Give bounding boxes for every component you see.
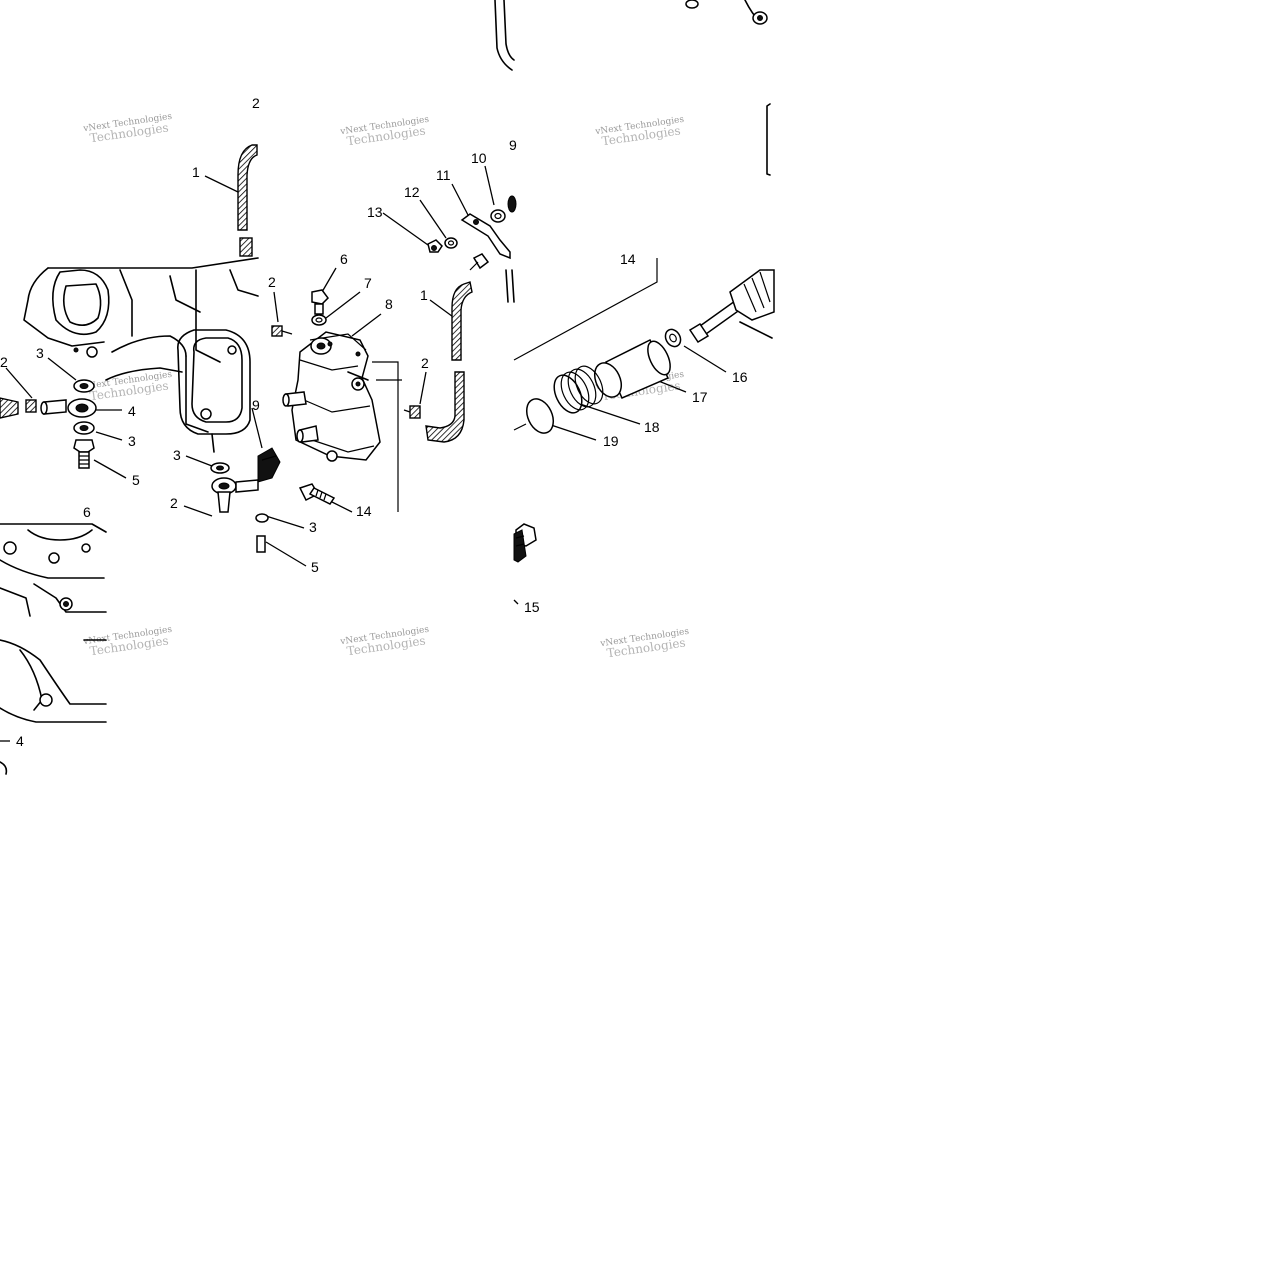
engine-block-lower [0, 523, 107, 723]
callout-1: 1 [192, 164, 200, 180]
callout-2: 2 [268, 274, 276, 290]
engine-block [23, 257, 259, 453]
callout-14: 14 [620, 251, 636, 267]
callout-3: 3 [128, 433, 136, 449]
tile-upper-left: 2 1 [192, 95, 260, 257]
banjo-bolt [256, 535, 266, 553]
callout-19: 19 [603, 433, 619, 449]
callout-12: 12 [404, 184, 420, 200]
bleed-screw [311, 289, 329, 315]
callout-16: 16 [732, 369, 748, 385]
oil-hose [237, 144, 258, 231]
tile-upper-middle: 13 12 11 10 9 [268, 137, 517, 512]
watermark: vNext Technologies Technologies [594, 115, 685, 149]
callout-7: 7 [364, 275, 372, 291]
lever-collar [507, 195, 517, 213]
callout-10: 10 [471, 150, 487, 166]
watermark: vNext Technologies Technologies [339, 625, 430, 659]
watermark: vNext Technologies Technologies [82, 625, 173, 659]
watermark: vNext Technologies Technologies [599, 627, 690, 661]
callout-17: 17 [692, 389, 708, 405]
sealing-washer [210, 462, 230, 474]
assembly-bracket-line [372, 361, 402, 512]
callout-11: 11 [436, 167, 451, 183]
oil-hose [425, 281, 473, 443]
spring [553, 365, 604, 414]
callout-4: 4 [128, 403, 136, 419]
callout-14: 14 [356, 503, 372, 519]
callout-8: 8 [385, 296, 393, 312]
callout-2: 2 [421, 355, 429, 371]
callout-6: 6 [340, 251, 348, 267]
callout-1: 1 [420, 287, 428, 303]
top-hose-fragment [494, 0, 515, 71]
banjo-fitting [40, 398, 97, 418]
watermark: vNext Technologies Technologies [82, 370, 173, 404]
bushing [593, 338, 671, 399]
drive-gear-lower [513, 523, 537, 563]
callout-5: 5 [311, 559, 319, 575]
pump-mounting-bolt [298, 483, 336, 505]
callout-2: 2 [0, 354, 8, 370]
callout-9: 9 [252, 397, 260, 413]
o-ring [525, 398, 555, 434]
sealing-washer [255, 513, 269, 523]
hose-clamp [403, 405, 421, 419]
drive-gear [257, 447, 281, 483]
callout-3: 3 [309, 519, 317, 535]
right-bracket-fragment [766, 103, 771, 176]
hose-clamp [0, 397, 37, 419]
watermark: vNext Technologies Technologies [82, 112, 173, 146]
lever-screw [469, 253, 490, 271]
callout-13: 13 [367, 204, 383, 220]
callout-6: 6 [83, 504, 91, 520]
sealing-washer [73, 379, 95, 393]
callout-2: 2 [170, 495, 178, 511]
callout-3: 3 [36, 345, 44, 361]
lever-washer [490, 209, 506, 223]
lever-nut [427, 239, 443, 253]
callout-2: 2 [252, 95, 260, 111]
tile-lower-left: 2 3 4 3 5 9 [0, 257, 372, 519]
lever-rod-fragment [505, 269, 515, 303]
hose-clamp [271, 325, 293, 337]
banjo-bolt [73, 439, 95, 469]
hose-stub [239, 237, 253, 257]
assembly-bracket-line [513, 258, 658, 361]
callout-5: 5 [132, 472, 140, 488]
banjo-fitting [211, 477, 259, 513]
drive-gear-shaft [688, 269, 775, 344]
callout-3: 3 [173, 447, 181, 463]
sealing-washer [73, 421, 95, 435]
callout-4: 4 [16, 733, 24, 749]
callout-9: 9 [509, 137, 517, 153]
watermark: vNext Technologies Technologies [339, 115, 430, 149]
control-lever [460, 213, 511, 260]
top-right-fitting-fragment [685, 0, 768, 25]
oil-pump [282, 331, 381, 462]
tile-lower: 6 4 3 5 [0, 504, 540, 775]
lever-lock-washer [444, 237, 458, 249]
callout-15: 15 [524, 599, 540, 615]
callout-18: 18 [644, 419, 660, 435]
bleed-screw-washer [311, 314, 327, 326]
tile-right: 14 16 17 18 [513, 251, 775, 449]
shaft-washer [664, 328, 682, 348]
